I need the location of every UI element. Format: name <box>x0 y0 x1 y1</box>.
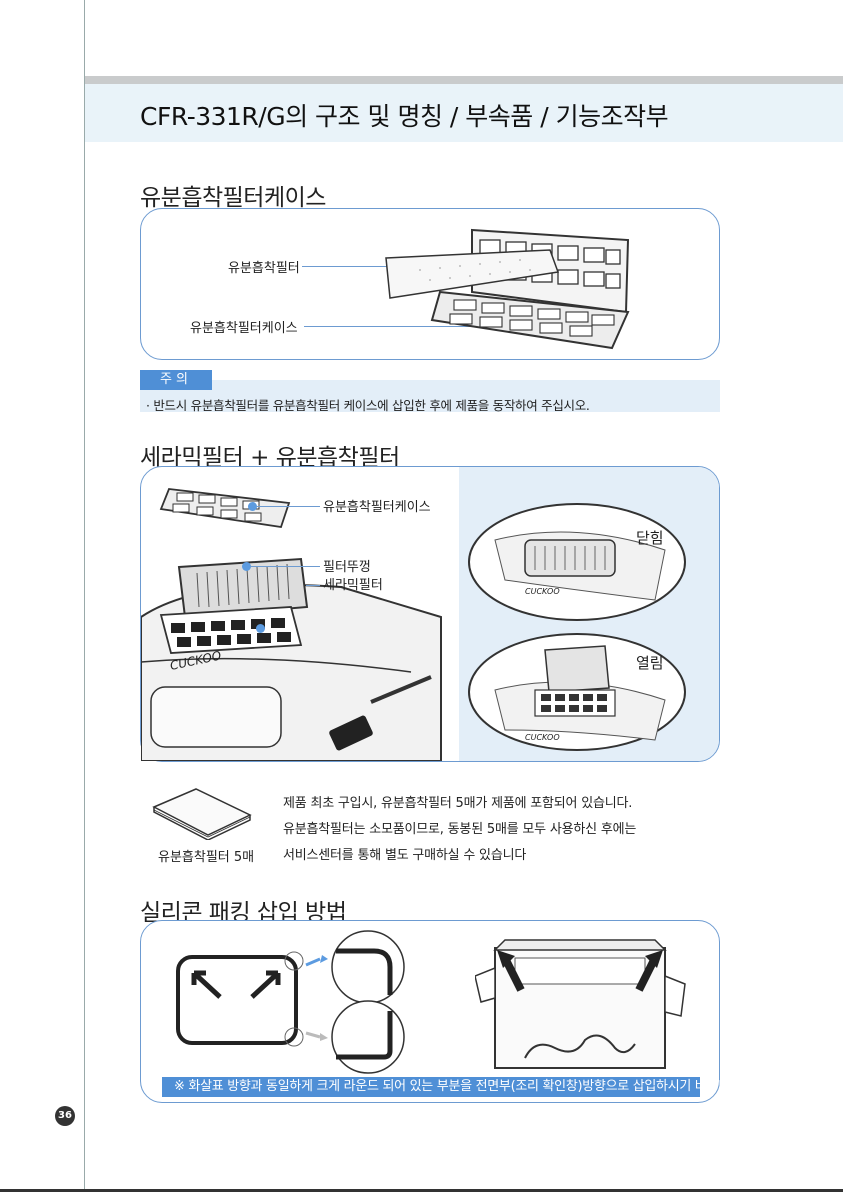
page-margin-line <box>84 0 85 1192</box>
section-title-filter-case: 유분흡착필터케이스 <box>140 185 326 211</box>
label-ceramic-case: 유분흡착필터케이스 <box>323 500 431 515</box>
accessory-info-line-2: 유분흡착필터는 소모품이므로, 동봉된 5매를 모두 사용하신 후에는 <box>283 822 637 837</box>
callout-dot-lid <box>242 562 251 571</box>
label-filter-case: 유분흡착필터케이스 <box>190 321 298 336</box>
header-band <box>85 84 843 142</box>
label-filter: 유분흡착필터 <box>228 261 300 276</box>
page-number-badge: 36 <box>55 1106 75 1126</box>
filter-sheets-illustration <box>152 788 252 840</box>
leader-lid <box>250 566 320 567</box>
brand-logo-closed: CUCKOO <box>525 587 560 596</box>
product-filter-illustration: CUCKOO <box>141 488 442 761</box>
label-ceramic-filter: 세라믹필터 <box>323 578 383 593</box>
leader-filter-case <box>304 326 510 327</box>
leader-ceramic <box>306 585 320 586</box>
filter-case-illustration <box>385 228 630 350</box>
accessory-info-line-1: 제품 최초 구입시, 유분흡착필터 5매가 제품에 포함되어 있습니다. <box>283 796 633 811</box>
accessory-info-line-3: 서비스센터를 통해 별도 구매하실 수 있습니다 <box>283 848 527 863</box>
open-state-illustration: CUCKOO <box>468 633 686 751</box>
label-filter-lid: 필터뚜껑 <box>323 560 371 575</box>
packing-appliance-illustration <box>475 939 686 1069</box>
header-rule <box>85 76 843 84</box>
label-closed: 닫힘 <box>636 529 664 547</box>
caution-tag: 주의 <box>140 370 212 390</box>
leader-filter <box>302 266 396 267</box>
closed-state-illustration: CUCKOO <box>468 503 686 621</box>
insertion-note: ※ 화살표 방향과 동일하게 크게 라운드 되어 있는 부분을 전면부(조리 확… <box>162 1077 746 1097</box>
caution-band <box>140 380 720 412</box>
packing-diagram-illustration <box>176 930 405 1074</box>
callout-dot-ceramic <box>256 624 265 633</box>
leader-ceramic-case <box>256 506 320 507</box>
callout-dot-ceramic-case <box>248 502 257 511</box>
label-open: 열림 <box>636 654 664 672</box>
page-title: CFR-331R/G의 구조 및 명칭 / 부속품 / 기능조작부 <box>140 102 669 131</box>
caution-text: · 반드시 유분흡착필터를 유분흡착필터 케이스에 삽입한 후에 제품을 동작하… <box>146 398 590 413</box>
label-five-filters: 유분흡착필터 5매 <box>158 850 255 865</box>
brand-logo-open: CUCKOO <box>525 733 560 742</box>
page-bottom-line <box>0 1189 843 1192</box>
